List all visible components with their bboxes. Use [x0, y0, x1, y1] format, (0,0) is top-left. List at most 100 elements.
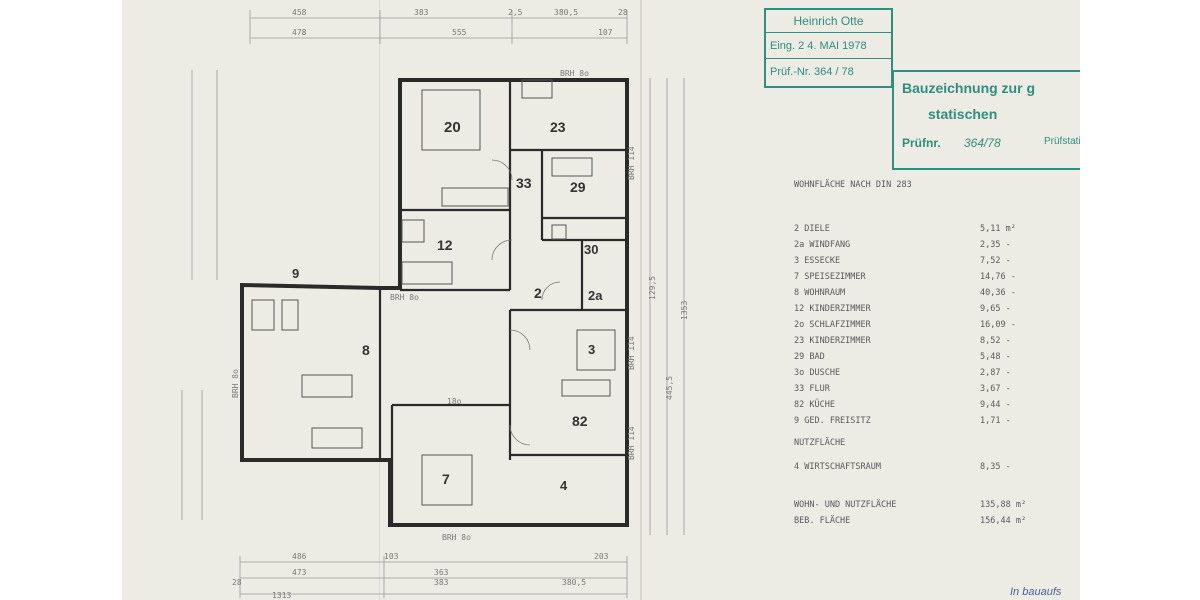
room-20: 20 [444, 119, 461, 136]
armchair [251, 299, 275, 331]
exterior-walls [240, 78, 629, 527]
area-row: NUTZFLÄCHE [794, 438, 1074, 450]
dim-top-383: 383 [414, 8, 429, 17]
room-12: 12 [437, 237, 453, 253]
drawing-sheet: 458 383 2,5 380,5 28 478 555 107 486 473… [122, 0, 1080, 600]
area-row: 23 KINDERZIMMER 8,52 - [794, 336, 1074, 348]
area-row-label: 12 KINDERZIMMER [794, 304, 871, 314]
dim-top-555: 555 [452, 28, 467, 37]
area-row-value: 5,11 m² [980, 224, 1016, 234]
area-row-value: 135,88 m² [980, 500, 1027, 510]
room-7: 7 [442, 471, 450, 487]
area-row-label: NUTZFLÄCHE [794, 438, 846, 448]
floor-plan: 458 383 2,5 380,5 28 478 555 107 486 473… [181, 8, 689, 600]
area-row-label: 7 SPEISEZIMMER [794, 272, 866, 282]
fold-line-center [640, 0, 642, 600]
area-row-label: 2o SCHLAFZIMMER [794, 320, 871, 330]
room-3: 3 [588, 342, 595, 357]
room-2a: 2a [588, 288, 603, 303]
brh-left-wohnraum: BRH 8o [231, 369, 240, 398]
area-row-label: 4 WIRTSCHAFTSRAUM [794, 462, 881, 472]
side-table [281, 299, 299, 331]
bottom-dimension-lines [239, 556, 628, 598]
brh-left-room12: BRH 8o [390, 293, 419, 302]
interior-walls [378, 80, 627, 525]
area-row-label: WOHN- UND NUTZFLÄCHE [794, 500, 897, 510]
room-8: 8 [362, 342, 370, 358]
area-row-value: 14,76 - [980, 272, 1016, 282]
area-row: 33 FLUR 3,67 - [794, 384, 1074, 396]
area-row-label: 8 WOHNRAUM [794, 288, 846, 298]
area-row-label: 23 KINDERZIMMER [794, 336, 871, 346]
dim-bottom-3805: 380,5 [562, 578, 586, 587]
room-23: 23 [550, 119, 566, 135]
dim-top-25: 2,5 [508, 8, 523, 17]
bed-23 [521, 79, 553, 99]
wardrobe [441, 187, 509, 207]
area-row-label: BEB. FLÄCHE [794, 516, 851, 526]
bed-12 [401, 261, 453, 285]
dim-bottom-363: 363 [434, 568, 449, 577]
stamp-static-review: Bauzeichnung zur g statischen Prüfnr. 36… [892, 70, 1080, 170]
room-9: 9 [292, 266, 299, 281]
dim-right-4455: 445,5 [665, 376, 674, 400]
stamp-label: Prüfnr. [902, 136, 941, 150]
area-row-label: 3o DUSCHE [794, 368, 841, 378]
area-row-value: 9,65 - [980, 304, 1011, 314]
kitchen-counter [561, 379, 611, 397]
area-row-label: 2 DIELE [794, 224, 830, 234]
dim-top-28: 28 [618, 8, 628, 17]
room-30: 30 [584, 242, 598, 257]
stamp-value: 364/78 [964, 136, 1001, 150]
area-row-label: 82 KÜCHE [794, 400, 835, 410]
area-row-value: 40,36 - [980, 288, 1016, 298]
left-dimension-lines [181, 70, 218, 520]
area-row-label: 9 GED. FREISITZ [794, 416, 871, 426]
sofa [311, 427, 363, 449]
dim-right-1353: 1353 [680, 301, 689, 320]
brh-right-1: BRH 114 [627, 146, 636, 180]
dim-top-478: 478 [292, 28, 307, 37]
dining-table [421, 454, 473, 506]
room-2: 2 [534, 285, 542, 301]
room-4: 4 [560, 478, 568, 493]
area-table-title: WOHNFLÄCHE NACH DIN 283 [794, 180, 912, 190]
area-row-value: 156,44 m² [980, 516, 1027, 526]
area-row-value: 16,09 - [980, 320, 1016, 330]
dim-bottom-486: 486 [292, 552, 307, 561]
dim-top-458: 458 [292, 8, 307, 17]
area-row-label: 33 FLUR [794, 384, 830, 394]
room-29: 29 [570, 179, 586, 195]
shower [551, 224, 567, 240]
stamp-line-1: Bauzeichnung zur g [902, 80, 1035, 96]
dim-bottom-383: 383 [434, 578, 449, 587]
area-row-value: 3,67 - [980, 384, 1011, 394]
area-row: 2 DIELE 5,11 m² [794, 224, 1074, 236]
stamp-line-2: statischen [928, 106, 998, 122]
area-row-value: 8,52 - [980, 336, 1011, 346]
area-row-label: 2a WINDFANG [794, 240, 851, 250]
door-arcs [491, 159, 561, 446]
dim-bottom-473: 473 [292, 568, 307, 577]
brh-right-2: BRH 114 [627, 336, 636, 370]
top-dimension-lines [249, 10, 628, 44]
area-row: 7 SPEISEZIMMER 14,76 - [794, 272, 1074, 284]
brh-bottom: BRH 8o [442, 533, 471, 542]
dim-right-1295: 129,5 [648, 276, 657, 300]
footer-text: In bauaufs [1010, 586, 1062, 598]
right-dimension-lines [649, 78, 685, 535]
area-row: 2o SCHLAFZIMMER 16,09 - [794, 320, 1074, 332]
room-82: 82 [572, 413, 588, 429]
area-row: WOHN- UND NUTZFLÄCHE 135,88 m² [794, 500, 1074, 512]
area-row: 12 KINDERZIMMER 9,65 - [794, 304, 1074, 316]
stamp-name: Heinrich Otte [793, 14, 864, 28]
brh-top: BRH 8o [560, 69, 589, 78]
area-row-label: 29 BAD [794, 352, 825, 362]
dim-top-3805: 380,5 [554, 8, 578, 17]
stamp-date: Eing. 2 4. MAI 1978 [770, 40, 867, 52]
